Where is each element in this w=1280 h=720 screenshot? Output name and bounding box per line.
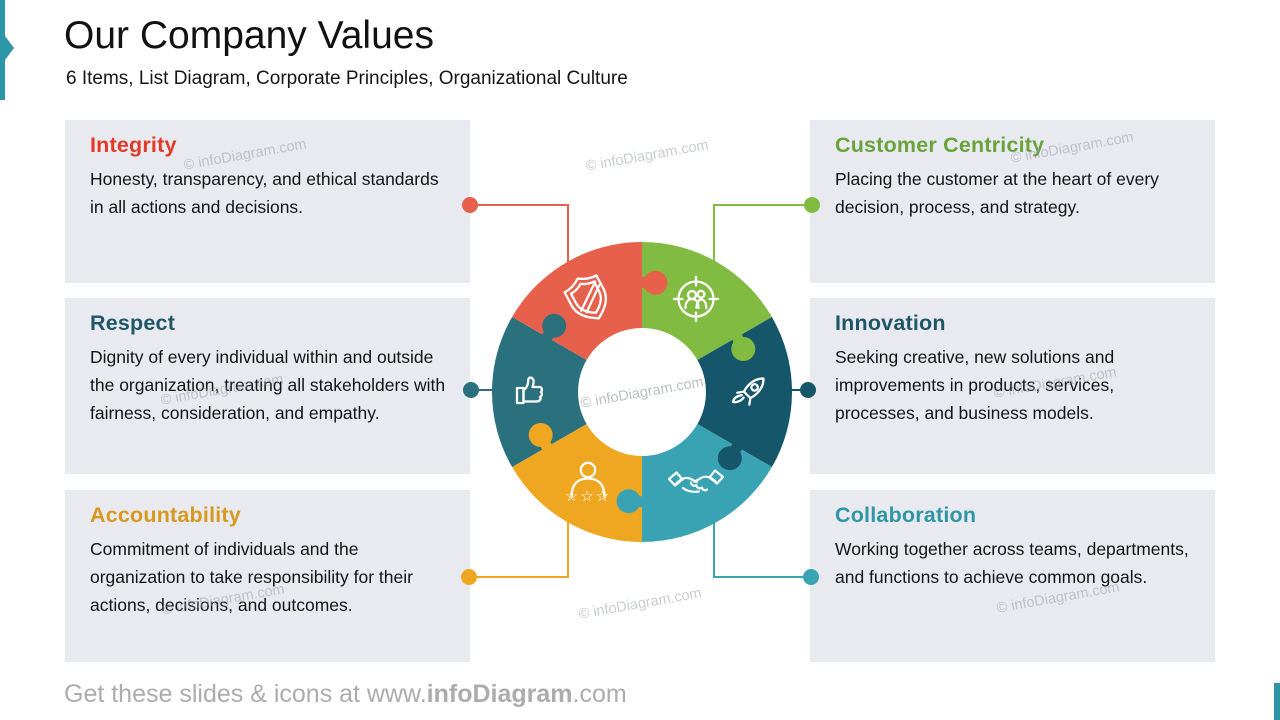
donut-segment-respect [492,317,587,467]
footer-brand: infoDiagram [426,680,573,708]
connector-line-accountability [469,517,569,578]
footer-prefix: Get these slides & icons at www. [64,680,427,708]
handshake-icon [667,469,725,493]
value-title: Respect [90,311,176,335]
value-box-integrity: Integrity Honesty, transparency, and eth… [65,120,470,283]
value-description: Honesty, transparency, and ethical stand… [90,169,439,217]
footer-suffix: .com [572,680,627,708]
left-accent-bar [0,0,5,100]
value-title: Customer Centricity [835,133,1045,157]
connector-line-collaboration [713,517,811,578]
value-title: Accountability [90,503,241,527]
value-description: Dignity of every individual within and o… [90,347,446,423]
connector-dot-integrity [462,197,478,213]
puzzle-knob [731,337,756,361]
connector-line-customer-centricity [713,204,812,268]
value-box-innovation: Innovation Seeking creative, new solutio… [810,298,1215,474]
connector-dot-innovation [800,382,816,398]
value-title: Innovation [835,311,946,335]
target-people-icon [672,275,720,323]
connector-dot-customer-centricity [804,197,820,213]
value-box-respect: Respect Dignity of every individual with… [65,298,470,474]
value-box-collaboration: Collaboration Working together across te… [810,490,1215,662]
three-stars-glyph: ☆☆☆ [565,487,611,505]
puzzle-knob [542,313,567,338]
value-description: Commitment of individuals and the organi… [90,539,413,615]
value-title: Collaboration [835,503,977,527]
puzzle-knob [717,446,742,471]
connector-dot-accountability [461,569,477,585]
thumbs-up-icon [515,376,544,405]
page-subtitle: 6 Items, List Diagram, Corporate Princip… [66,68,628,89]
value-description: Working together across teams, departmen… [835,539,1189,587]
connector-dot-respect [463,382,479,398]
page-title: Our Company Values [64,14,434,57]
value-description: Seeking creative, new solutions and impr… [835,347,1115,423]
shield-icon [563,274,607,320]
puzzle-knob [528,423,553,447]
left-accent-arrow-icon [5,36,14,60]
person-stars-icon: ☆☆☆ [565,461,611,505]
value-description: Placing the customer at the heart of eve… [835,169,1159,217]
puzzle-knob [616,489,641,514]
donut-puzzle-diagram: ☆☆☆ © infoDiagram.com [492,242,792,542]
connector-dot-collaboration [803,569,819,585]
connector-line-integrity [470,204,569,268]
puzzle-knob [643,270,668,295]
value-box-accountability: Accountability Commitment of individuals… [65,490,470,662]
value-title: Integrity [90,133,177,157]
right-accent-bar [1274,683,1280,720]
watermark: © infoDiagram.com [580,374,705,411]
value-box-customer-centricity: Customer Centricity Placing the customer… [810,120,1215,283]
rocket-icon [731,377,765,406]
footer-credit: Get these slides & icons at www.infoDiag… [64,680,627,709]
